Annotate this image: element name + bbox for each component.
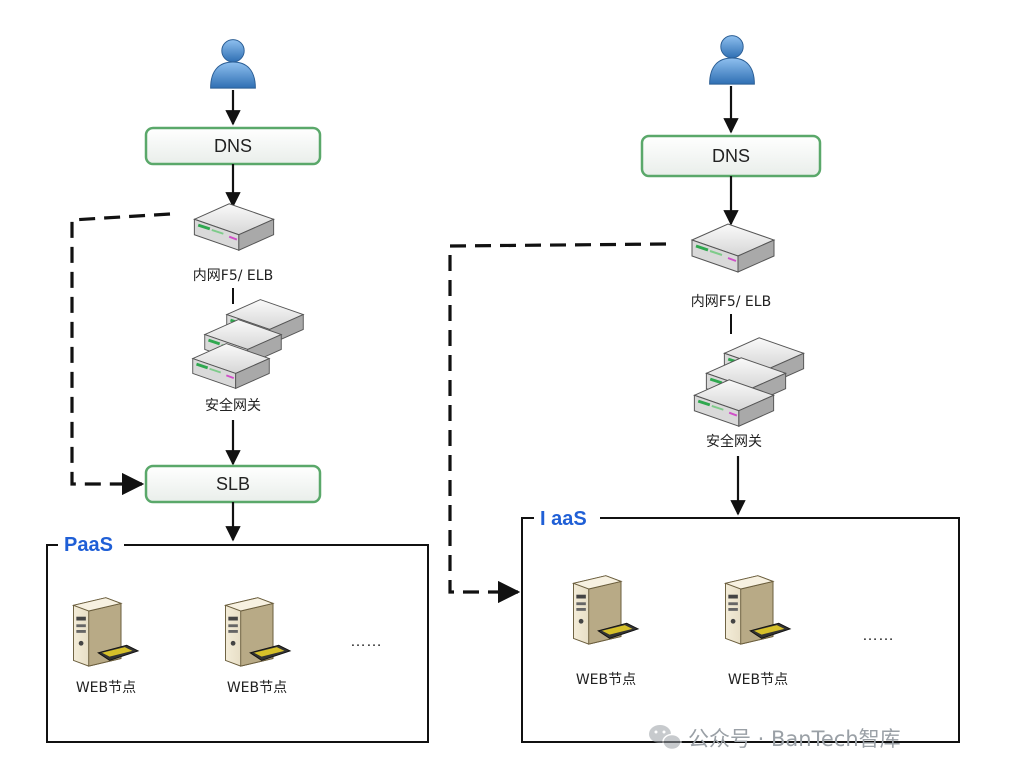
wechat-icon [649,725,682,751]
left-web-node-1-server-icon [73,597,139,667]
left-more-ellipsis: …… [350,633,382,650]
left-gateway-device-icon [191,298,305,390]
left-architecture: DNS 内网F5/ ELB 安全网关 SLB PaaS WEB节点 WEB节点 … [46,39,429,743]
right-gateway-label: 安全网关 [706,433,762,450]
right-web-node-2-server-icon [725,575,791,645]
right-web-node-1-server-icon [573,575,639,645]
right-iaas-panel [521,517,960,743]
right-f5-device-icon [690,222,776,274]
right-gateway-device-icon [692,336,806,428]
right-architecture: DNS 内网F5/ ELB 安全网关 I aaS WEB节点 WEB节点 …… [448,35,960,743]
watermark: 公众号 · BanTech智库 [649,725,901,751]
left-gateway-label: 安全网关 [205,397,261,414]
right-dns-label: DNS [712,146,750,166]
right-user-icon [709,35,755,85]
left-bypass-dashed-arrow [70,212,171,496]
right-more-ellipsis: …… [862,627,894,644]
left-slb-label: SLB [216,474,250,494]
right-panel-title: I aaS [540,508,587,530]
left-web-node-2-label: WEB节点 [227,680,287,696]
right-web-node-1-label: WEB节点 [576,672,636,688]
right-web-node-2-label: WEB节点 [728,672,788,688]
left-paas-panel [46,544,429,743]
left-dns-label: DNS [214,136,252,156]
right-f5-label: 内网F5/ ELB [691,294,771,310]
left-user-icon [210,39,256,89]
left-web-node-1-label: WEB节点 [76,680,136,696]
watermark-text: 公众号 · BanTech智库 [688,727,901,751]
left-f5-label: 内网F5/ ELB [193,268,273,284]
left-web-node-2-server-icon [225,597,291,667]
right-bypass-dashed-arrow [448,242,667,604]
left-panel-title: PaaS [64,534,113,556]
left-f5-device-icon [192,202,276,252]
